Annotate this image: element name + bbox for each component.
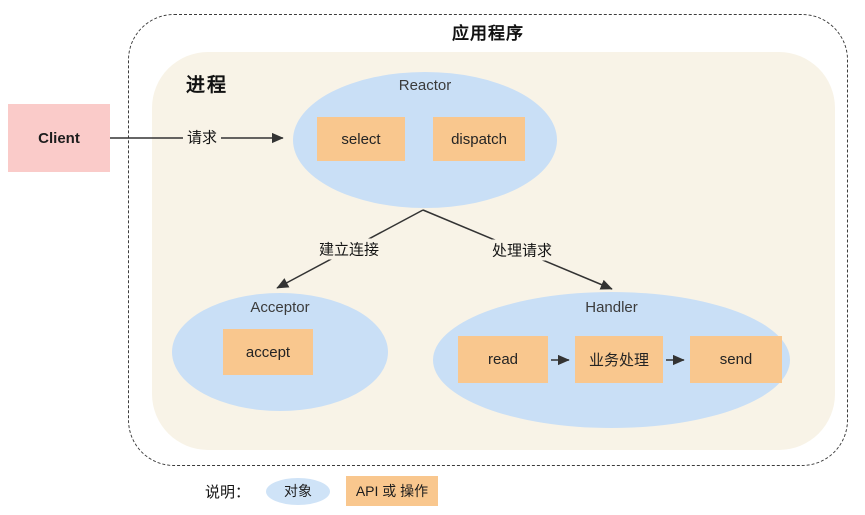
handler-node-title: Handler bbox=[585, 299, 638, 316]
legend-caption: 说明： bbox=[205, 483, 251, 501]
send-op-box: send bbox=[690, 336, 782, 383]
reactor-node-title: Reactor bbox=[398, 77, 452, 94]
accept-op-box: accept bbox=[223, 329, 313, 375]
edge-label-establish-connection: 建立连接 bbox=[314, 238, 384, 260]
dispatch-op-box: dispatch bbox=[433, 117, 525, 161]
read-op-box: read bbox=[458, 336, 548, 383]
legend-api-sample: API 或 操作 bbox=[346, 476, 439, 506]
application-boundary bbox=[128, 14, 848, 466]
client-node: Client bbox=[8, 104, 110, 172]
edge-label-request: 请求 bbox=[182, 126, 222, 148]
business-process-op-box: 业务处理 bbox=[575, 336, 663, 383]
select-op-box: select bbox=[317, 117, 405, 161]
legend-object-sample: 对象 bbox=[266, 477, 331, 505]
application-title: 应用程序 bbox=[452, 24, 524, 43]
edge-label-handle-request: 处理请求 bbox=[487, 239, 557, 261]
acceptor-node: Acceptor bbox=[172, 293, 388, 411]
process-label: 进程 bbox=[186, 75, 229, 96]
legend: 说明： 对象 API 或 操作 bbox=[205, 473, 625, 509]
acceptor-node-title: Acceptor bbox=[250, 299, 310, 316]
